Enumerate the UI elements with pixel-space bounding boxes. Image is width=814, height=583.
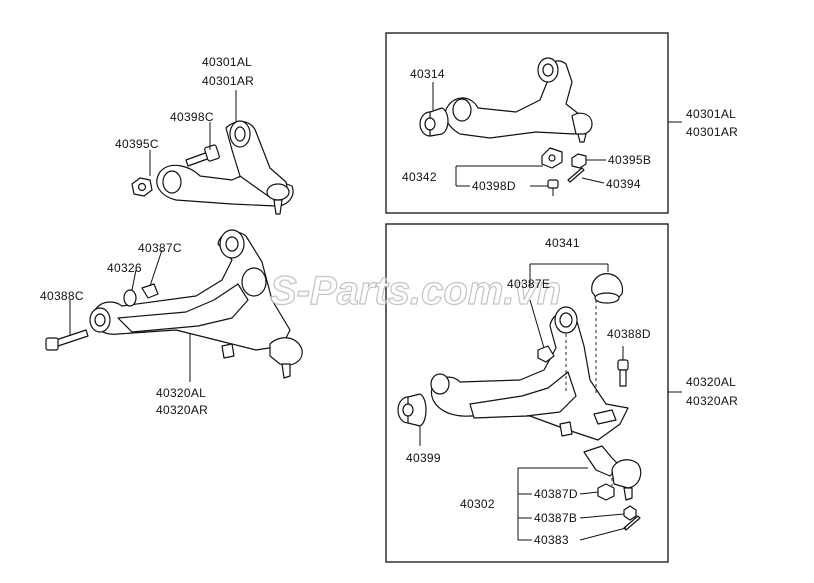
label-bushing-40387b: 40387B [534, 511, 577, 525]
lower-bushing-40387c [141, 283, 159, 299]
bushing-40387d [597, 483, 615, 501]
upper-arm-detail-box [385, 32, 669, 214]
label-assembly-40342: 40342 [402, 170, 437, 184]
bushing-40399 [397, 393, 427, 427]
label-lower-washer: 40326 [107, 261, 142, 275]
nut-40395b [571, 153, 587, 169]
upper-control-arm-box [444, 57, 593, 143]
watermark-text: S-Parts.com.vn [270, 269, 561, 313]
label-upper-nut: 40395C [115, 137, 159, 151]
label-upper-arm-r: 40301AR [202, 74, 254, 88]
bushing-40387b [623, 505, 637, 521]
label-nut-40395b: 40395B [608, 153, 651, 167]
label-bushing-40387d: 40387D [534, 487, 578, 501]
lower-control-arm-left [89, 229, 303, 379]
label-bushing-40387e: 40387E [507, 277, 550, 291]
bushing-40387e [537, 345, 555, 363]
bumper-40341 [591, 273, 624, 304]
label-bushing-40314: 40314 [410, 67, 445, 81]
label-upper-box-r: 40301AR [686, 125, 738, 139]
bolt-40398d [547, 179, 559, 196]
label-bumper-40341: 40341 [545, 236, 580, 250]
lower-control-arm-box [430, 306, 629, 441]
label-upper-arm-l: 40301AL [202, 55, 252, 69]
label-lower-bushing-c: 40387C [138, 241, 182, 255]
lower-washer-40326 [123, 289, 137, 307]
upper-control-arm-left [156, 120, 294, 215]
pin-40394 [567, 167, 585, 183]
label-upper-bolt: 40398C [170, 110, 214, 124]
ball-joint-40302 [583, 445, 642, 501]
label-lower-bolt: 40388C [40, 289, 84, 303]
label-ball-joint-40302: 40302 [460, 497, 495, 511]
bushing-40314 [419, 107, 449, 137]
label-upper-box-l: 40301AL [686, 107, 736, 121]
label-lower-arm-l: 40320AL [156, 386, 206, 400]
label-lower-box-l: 40320AL [686, 375, 736, 389]
label-bushing-40399: 40399 [406, 451, 441, 465]
pin-40383 [623, 515, 641, 531]
upper-nut-40395c [131, 177, 153, 197]
leader-lines [69, 82, 627, 541]
label-pin-40383: 40383 [534, 533, 569, 547]
label-bolt-40398d: 40398D [472, 179, 516, 193]
bolt-40388d [617, 359, 629, 387]
label-bolt-40388d: 40388D [607, 327, 651, 341]
ball-joint-40342 [541, 147, 563, 169]
label-lower-box-r: 40320AR [686, 394, 738, 408]
lower-arm-detail-box [385, 223, 669, 563]
label-lower-arm-r: 40320AR [156, 403, 208, 417]
lower-bolt-40388c [45, 329, 89, 351]
upper-bolt-40398c [185, 144, 220, 167]
label-pin-40394: 40394 [606, 177, 641, 191]
